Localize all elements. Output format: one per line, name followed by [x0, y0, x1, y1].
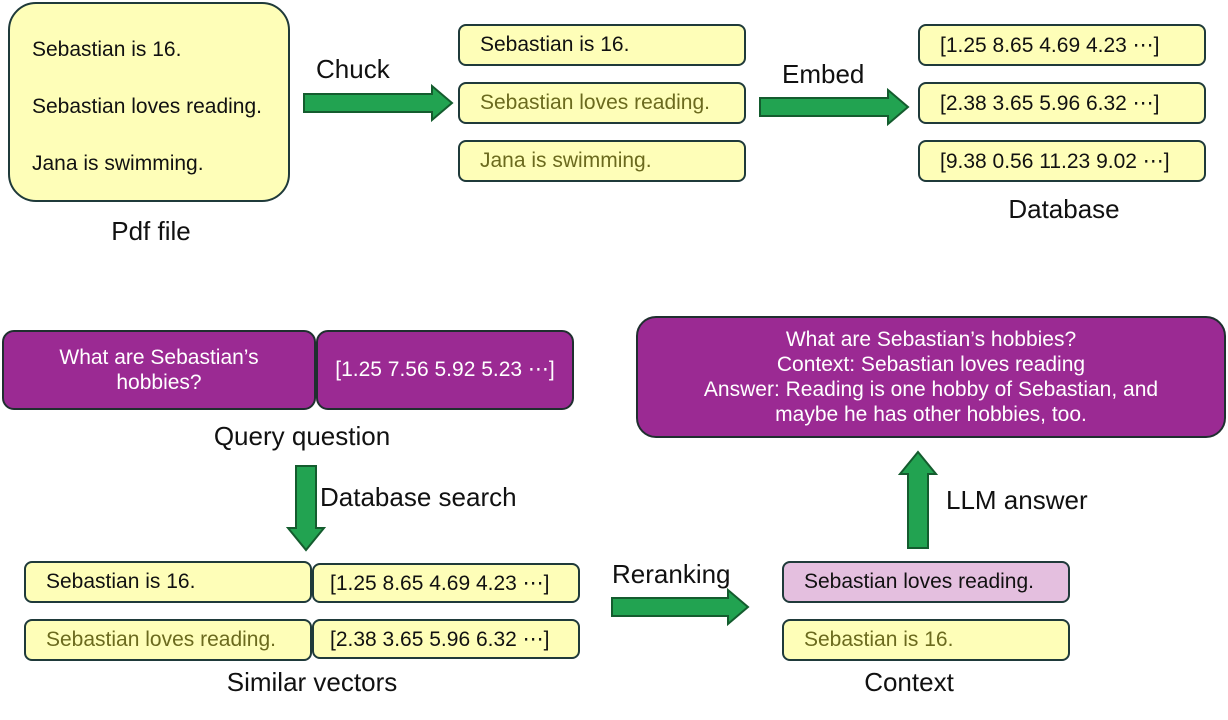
pdf-file-box: Sebastian is 16. Sebastian loves reading… [8, 2, 290, 202]
reranking-label: Reranking [612, 559, 731, 589]
database-vector: [2.38 3.65 5.96 6.32 ⋯] [918, 82, 1206, 124]
answer-line: Context: Sebastian loves reading [776, 352, 1086, 376]
query-vector-box: [1.25 7.56 5.92 5.23 ⋯] [316, 330, 574, 410]
answer-box: What are Sebastian’s hobbies? Context: S… [636, 316, 1226, 438]
pdf-line: Jana is swimming. [32, 152, 204, 175]
reranking-arrow-icon [611, 587, 750, 627]
llm-answer-label: LLM answer [946, 485, 1088, 515]
chunk-item: Jana is swimming. [458, 140, 746, 182]
embed-arrow-label: Embed [782, 59, 865, 89]
similar-vector: [2.38 3.65 5.96 6.32 ⋯] [312, 619, 580, 659]
similar-vector: [1.25 8.65 4.69 4.23 ⋯] [312, 563, 580, 603]
embed-arrow-icon [759, 87, 910, 127]
database-vector: [1.25 8.65 4.69 4.23 ⋯] [918, 24, 1206, 66]
answer-line: Answer: Reading is one hobby of Sebastia… [703, 378, 1159, 401]
llm-answer-arrow-icon [897, 450, 939, 549]
pdf-line: Sebastian loves reading. [32, 95, 262, 118]
chunk-arrow-label: Chuck [316, 54, 390, 84]
query-question-box: What are Sebastian’s hobbies? [2, 330, 316, 410]
similar-vectors-label: Similar vectors [226, 667, 398, 697]
chunk-item: Sebastian is 16. [458, 24, 746, 66]
context-item-selected: Sebastian loves reading. [782, 561, 1070, 603]
database-label: Database [1008, 194, 1120, 224]
context-item: Sebastian is 16. [782, 619, 1070, 661]
similar-text: Sebastian is 16. [24, 561, 312, 603]
chunk-arrow-icon [303, 83, 454, 123]
database-vector: [9.38 0.56 11.23 9.02 ⋯] [918, 140, 1206, 182]
database-search-label: Database search [320, 482, 517, 512]
query-question-label: Query question [213, 421, 391, 451]
pdf-line: Sebastian is 16. [32, 38, 182, 61]
query-vector: [1.25 7.56 5.92 5.23 ⋯] [335, 358, 555, 382]
answer-line: What are Sebastian’s hobbies? [785, 327, 1077, 351]
answer-line: maybe he has other hobbies, too. [775, 403, 1087, 427]
pdf-file-label: Pdf file [111, 216, 191, 246]
similar-text: Sebastian loves reading. [24, 619, 312, 661]
database-search-arrow-icon [285, 465, 327, 552]
query-question-line: hobbies? [116, 371, 202, 394]
query-question-line: What are Sebastian’s [59, 345, 259, 369]
chunk-item: Sebastian loves reading. [458, 82, 746, 124]
context-label: Context [864, 667, 954, 697]
